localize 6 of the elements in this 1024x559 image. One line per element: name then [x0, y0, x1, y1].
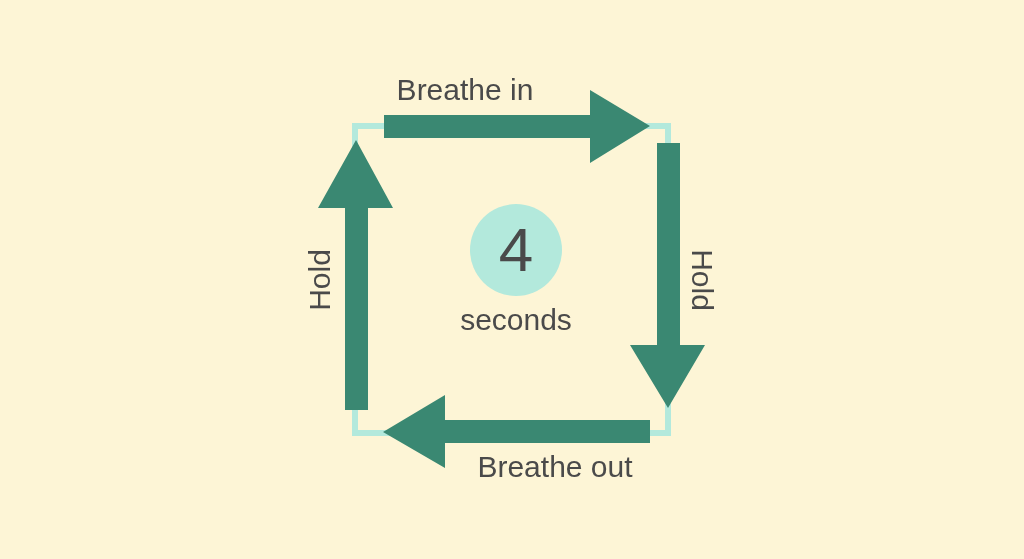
- step-label: Breathe in: [396, 75, 534, 105]
- unit-text: seconds: [460, 305, 572, 335]
- step-label: Hold: [687, 249, 717, 311]
- number-text: 4: [498, 219, 534, 281]
- step-label: Breathe out: [477, 452, 633, 482]
- step-label: Hold: [305, 249, 335, 311]
